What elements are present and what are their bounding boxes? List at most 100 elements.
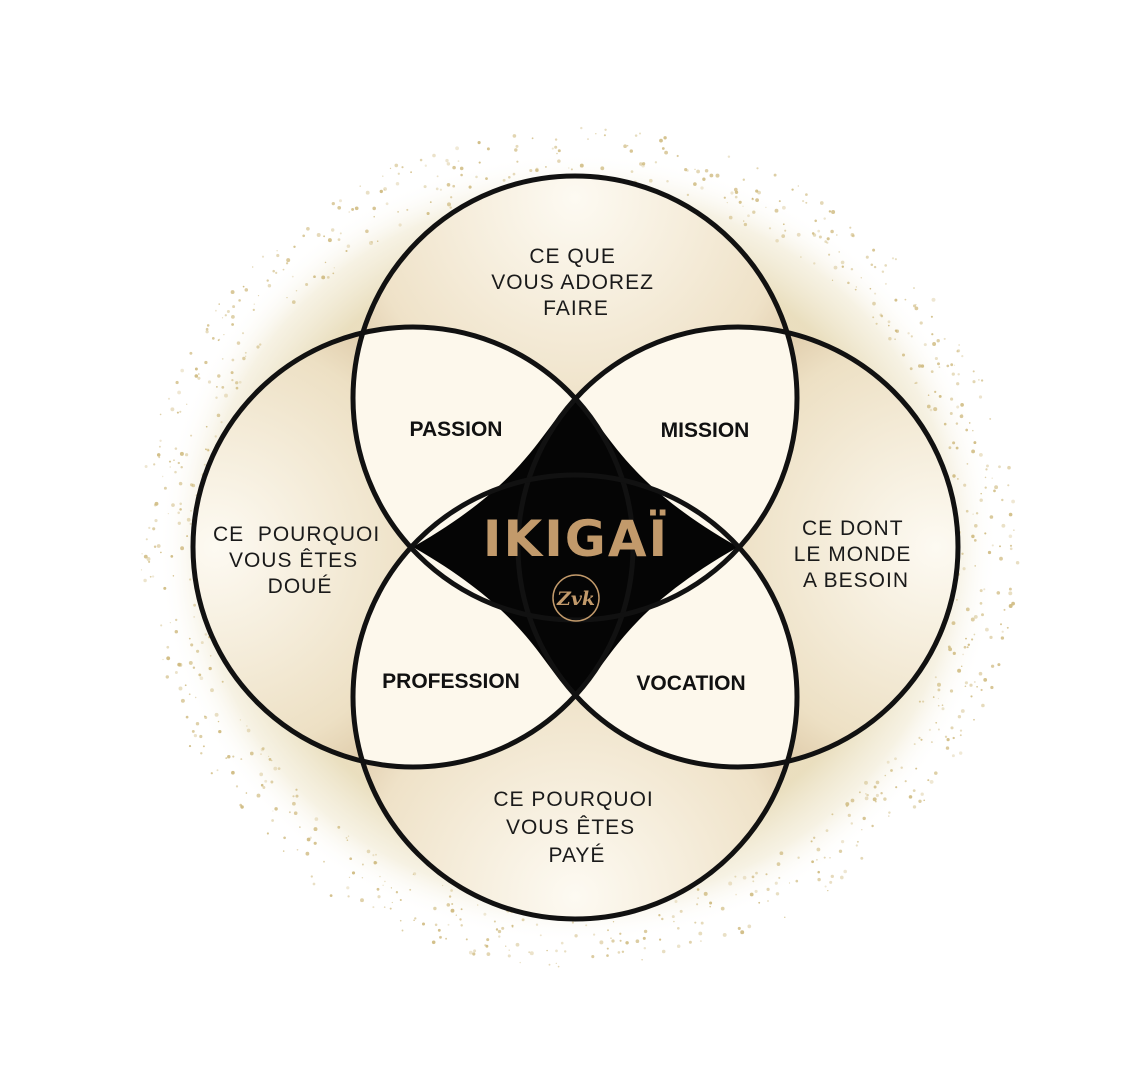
circle-label-left: CE POURQUOI VOUS ÊTES DOUÉ <box>213 523 387 598</box>
glitter-speck <box>502 178 506 182</box>
glitter-speck <box>765 206 767 209</box>
glitter-speck <box>698 931 703 936</box>
glitter-speck <box>260 783 264 787</box>
glitter-speck <box>313 827 318 832</box>
glitter-speck <box>202 745 205 748</box>
glitter-speck <box>768 227 772 230</box>
glitter-speck <box>546 949 548 952</box>
glitter-speck <box>749 892 754 897</box>
glitter-speck <box>941 704 944 706</box>
glitter-speck <box>305 283 309 286</box>
glitter-speck <box>949 689 954 693</box>
glitter-speck <box>293 245 296 248</box>
glitter-speck <box>450 196 453 199</box>
glitter-speck <box>548 963 551 966</box>
glitter-speck <box>850 798 855 803</box>
glitter-speck <box>371 241 373 243</box>
glitter-speck <box>529 951 534 956</box>
glitter-speck <box>551 147 554 150</box>
glitter-speck <box>765 873 768 876</box>
glitter-speck <box>742 178 745 181</box>
glitter-speck <box>455 914 457 916</box>
glitter-speck <box>194 696 197 699</box>
glitter-speck <box>950 397 954 401</box>
glitter-speck <box>216 386 218 388</box>
glitter-speck <box>985 627 989 632</box>
glitter-speck <box>574 934 578 938</box>
glitter-speck <box>891 257 895 260</box>
glitter-speck <box>178 686 183 691</box>
glitter-speck <box>260 753 262 756</box>
glitter-speck <box>814 219 817 223</box>
glitter-speck <box>888 324 890 327</box>
glitter-speck <box>206 324 210 327</box>
glitter-speck <box>755 871 758 875</box>
glitter-speck <box>779 851 784 856</box>
glitter-speck <box>292 795 295 798</box>
glitter-speck <box>571 921 575 924</box>
glitter-speck <box>587 138 589 141</box>
glitter-speck <box>361 863 364 866</box>
circle-label-top: CE QUE VOUS ADOREZ FAIRE <box>491 245 661 320</box>
glitter-speck <box>872 248 876 252</box>
glitter-speck <box>686 193 690 197</box>
glitter-speck <box>329 894 333 897</box>
glitter-speck <box>1009 544 1013 547</box>
glitter-speck <box>900 766 903 769</box>
glitter-speck <box>188 693 191 696</box>
glitter-speck <box>865 793 867 795</box>
glitter-speck <box>824 240 828 243</box>
glitter-speck <box>264 779 268 783</box>
glitter-speck <box>570 168 573 171</box>
glitter-speck <box>465 938 468 941</box>
glitter-speck <box>872 301 876 306</box>
glitter-speck <box>968 422 971 424</box>
glitter-speck <box>830 229 834 234</box>
glitter-speck <box>967 643 971 647</box>
glitter-speck <box>823 856 826 859</box>
glitter-speck <box>346 886 350 890</box>
glitter-speck <box>797 856 800 859</box>
glitter-speck <box>875 801 877 803</box>
glitter-speck <box>849 226 852 229</box>
glitter-speck <box>817 229 821 233</box>
glitter-speck <box>845 802 850 807</box>
glitter-speck <box>737 926 741 930</box>
glitter-speck <box>937 688 941 692</box>
glitter-speck <box>709 901 713 905</box>
glitter-speck <box>829 880 833 884</box>
glitter-speck <box>944 735 948 738</box>
glitter-speck <box>612 921 615 923</box>
glitter-speck <box>747 214 750 218</box>
glitter-speck <box>661 949 666 954</box>
glitter-speck <box>409 888 412 891</box>
glitter-speck <box>189 522 192 526</box>
glitter-speck <box>1015 560 1020 565</box>
glitter-speck <box>886 760 890 764</box>
glitter-speck <box>192 666 196 669</box>
glitter-speck <box>840 260 845 265</box>
glitter-speck <box>238 299 241 302</box>
glitter-speck <box>818 235 822 239</box>
glitter-speck <box>658 914 661 917</box>
glitter-speck <box>934 390 937 393</box>
glitter-speck <box>397 172 400 175</box>
glitter-speck <box>239 803 242 807</box>
glitter-speck <box>412 873 414 875</box>
glitter-speck <box>743 222 748 227</box>
glitter-speck <box>180 465 183 469</box>
glitter-speck <box>585 924 588 927</box>
glitter-speck <box>880 314 884 318</box>
glitter-speck <box>934 676 937 679</box>
glitter-speck <box>172 575 175 577</box>
glitter-speck <box>511 926 514 928</box>
glitter-speck <box>957 478 959 480</box>
glitter-speck <box>919 321 923 325</box>
glitter-speck <box>383 906 386 908</box>
glitter-speck <box>217 339 220 342</box>
glitter-speck <box>901 353 906 357</box>
glitter-speck <box>970 617 975 622</box>
glitter-speck <box>774 881 778 885</box>
glitter-speck <box>956 350 959 353</box>
glitter-speck <box>791 188 794 191</box>
